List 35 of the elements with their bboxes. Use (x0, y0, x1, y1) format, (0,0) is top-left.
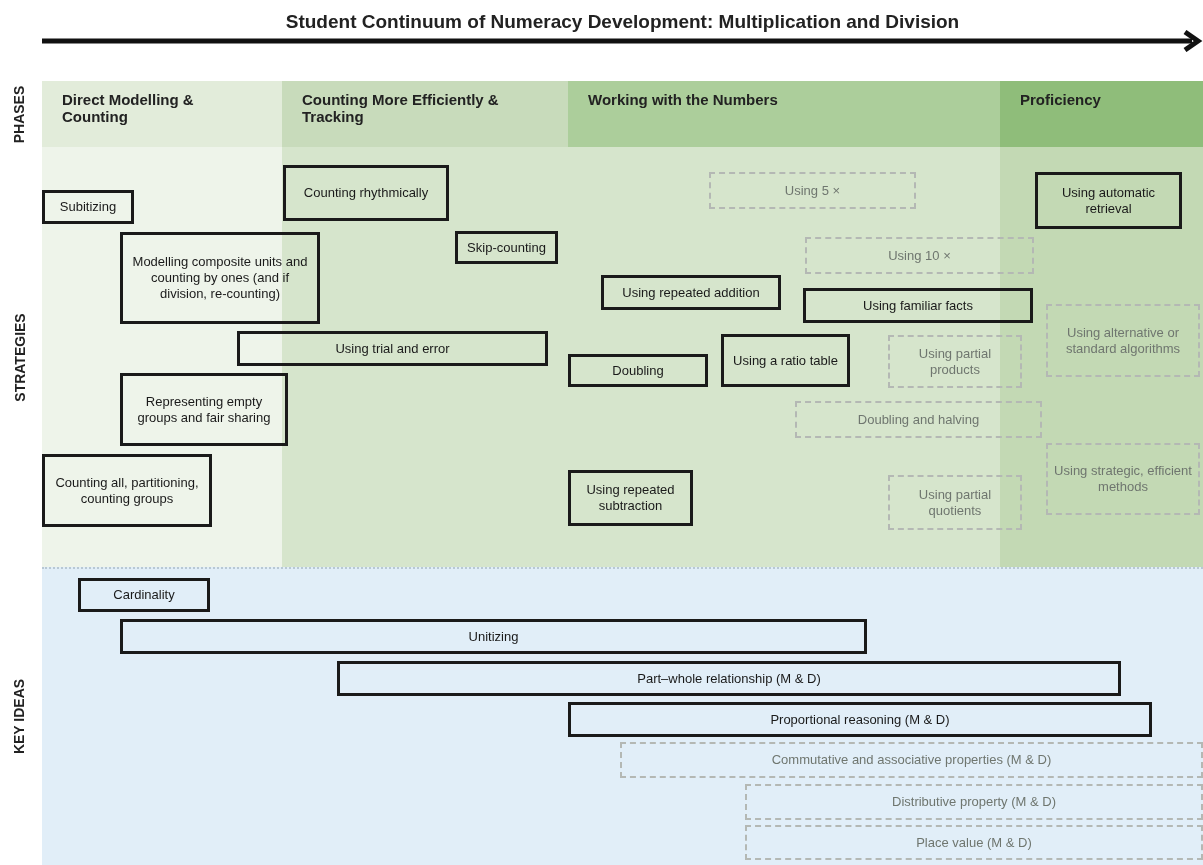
strategy-box: Modelling composite units and counting by ones (and if division, re-counting) (120, 232, 320, 324)
strategy-box: Cardinality (78, 578, 210, 612)
row-heading: KEY IDEAS (10, 678, 29, 754)
phase-header: Working with the Numbers (568, 81, 1000, 147)
strategy-box: Part–whole relationship (M & D) (337, 661, 1121, 696)
row-heading: PHASES (10, 85, 29, 143)
strategy-box: Counting all, partitioning, counting groups (42, 454, 212, 527)
future-strategy-box: Using partial products (888, 335, 1022, 388)
future-strategy-box: Using alternative or standard algorithms (1046, 304, 1200, 377)
strategy-box: Subitizing (42, 190, 134, 224)
strategy-box: Unitizing (120, 619, 867, 654)
future-strategy-box: Commutative and associative properties (M & D) (620, 742, 1203, 778)
future-strategy-box: Distributive property (M & D) (745, 784, 1203, 820)
future-strategy-box: Using 10 × (805, 237, 1034, 274)
phase-header: Direct Modelling & Counting (42, 81, 282, 147)
strategy-box: Skip-counting (455, 231, 558, 264)
strategy-box: Using repeated subtraction (568, 470, 693, 526)
future-strategy-box: Place value (M & D) (745, 825, 1203, 860)
future-strategy-box: Using strategic, efficient methods (1046, 443, 1200, 515)
strategy-box: Doubling (568, 354, 708, 387)
chart-title: Student Continuum of Numeracy Development: Multiplication and Division (284, 10, 961, 34)
strategy-box: Using familiar facts (803, 288, 1033, 323)
phase-header: Counting More Efficiently & Tracking (282, 81, 568, 147)
future-strategy-box: Using 5 × (709, 172, 916, 209)
future-strategy-box: Doubling and halving (795, 401, 1042, 438)
future-strategy-box: Using partial quotients (888, 475, 1022, 530)
row-heading: STRATEGIES (10, 312, 29, 402)
strategy-box: Representing empty groups and fair sharing (120, 373, 288, 446)
strategy-box: Using trial and error (237, 331, 548, 366)
strategy-box: Counting rhythmically (283, 165, 449, 221)
phase-header: Proficiency (1000, 81, 1203, 147)
strategy-box: Proportional reasoning (M & D) (568, 702, 1152, 737)
strategy-box: Using repeated addition (601, 275, 781, 310)
strategy-box: Using automatic retrieval (1035, 172, 1182, 229)
strategy-box: Using a ratio table (721, 334, 850, 387)
